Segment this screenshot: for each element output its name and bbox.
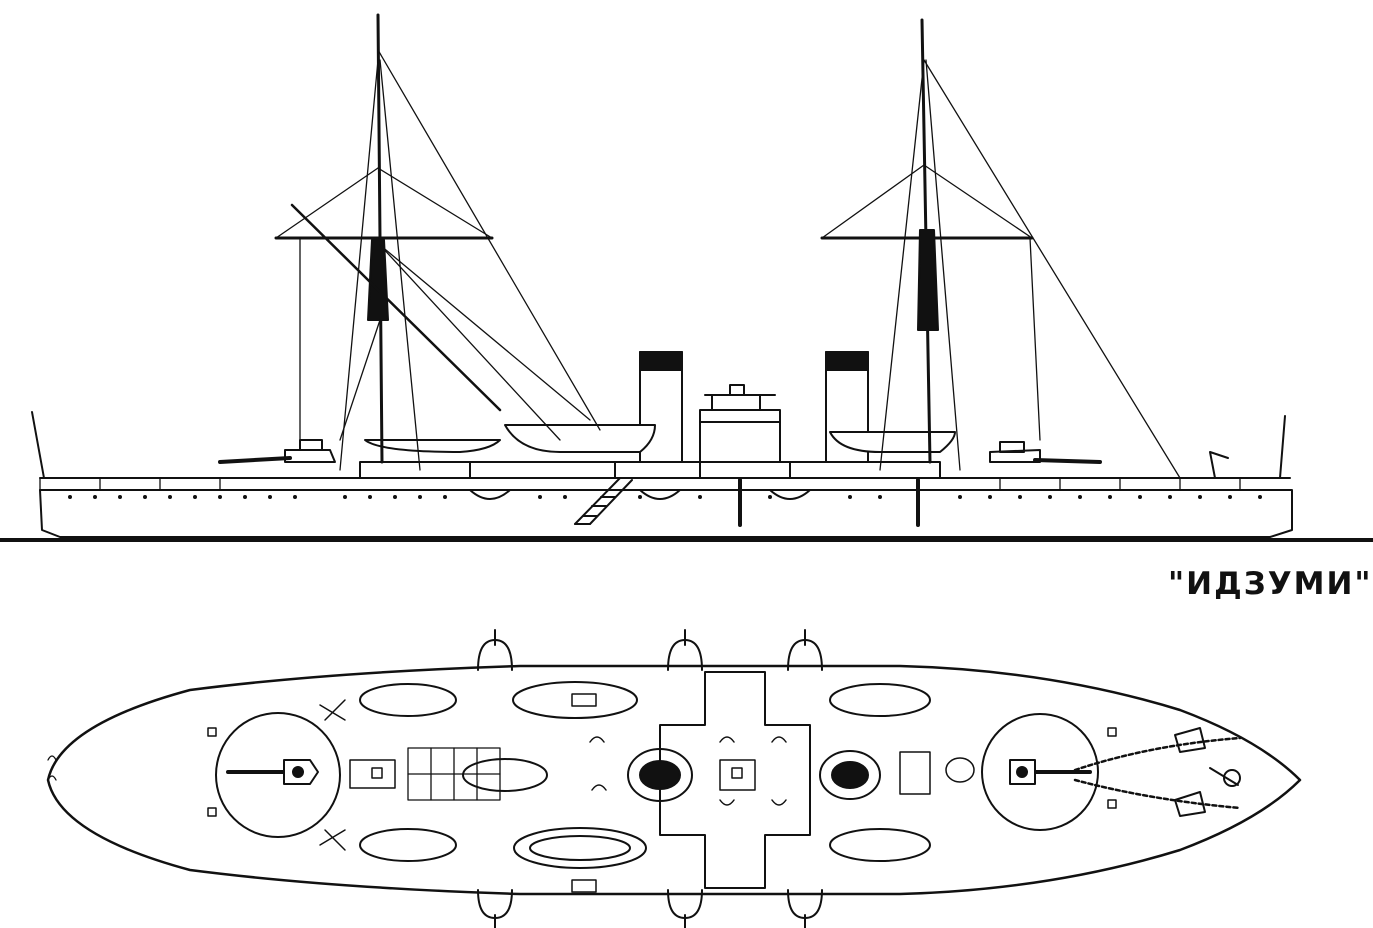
hull-plan-outline	[48, 666, 1300, 894]
hull-profile	[40, 490, 1292, 537]
deck-fittings	[208, 694, 1116, 892]
fore-mast	[822, 20, 1180, 478]
side-profile-view	[0, 15, 1373, 540]
ship-name-caption: "ИДЗУМИ"	[1168, 566, 1373, 602]
plan-funnels	[628, 749, 880, 801]
plan-view	[48, 630, 1300, 928]
stern-bollards	[48, 756, 56, 780]
fore-main-gun	[990, 442, 1100, 462]
central-deckhouse	[660, 672, 810, 888]
plan-sponsons	[478, 630, 822, 928]
fore-gun-mount	[982, 714, 1098, 830]
bridge	[700, 385, 780, 462]
plan-boats	[360, 682, 930, 868]
ship-boats	[365, 425, 955, 452]
aft-main-gun	[220, 440, 335, 462]
aft-mast	[276, 15, 600, 470]
accommodation-ladder	[575, 478, 632, 524]
plan-fore-gun	[1010, 760, 1090, 784]
gun-sponsons	[470, 490, 810, 499]
anchor-chains	[1075, 738, 1240, 808]
portholes	[68, 495, 1262, 499]
aft-gun-mount	[216, 713, 340, 837]
stern-davits	[320, 700, 345, 850]
deck-railing	[40, 478, 1240, 490]
plan-aft-gun	[228, 760, 318, 784]
hawse-fittings	[1175, 728, 1240, 816]
anchor-davit	[1210, 452, 1228, 478]
deckhouse	[360, 462, 940, 478]
skylight-grid	[408, 748, 500, 800]
